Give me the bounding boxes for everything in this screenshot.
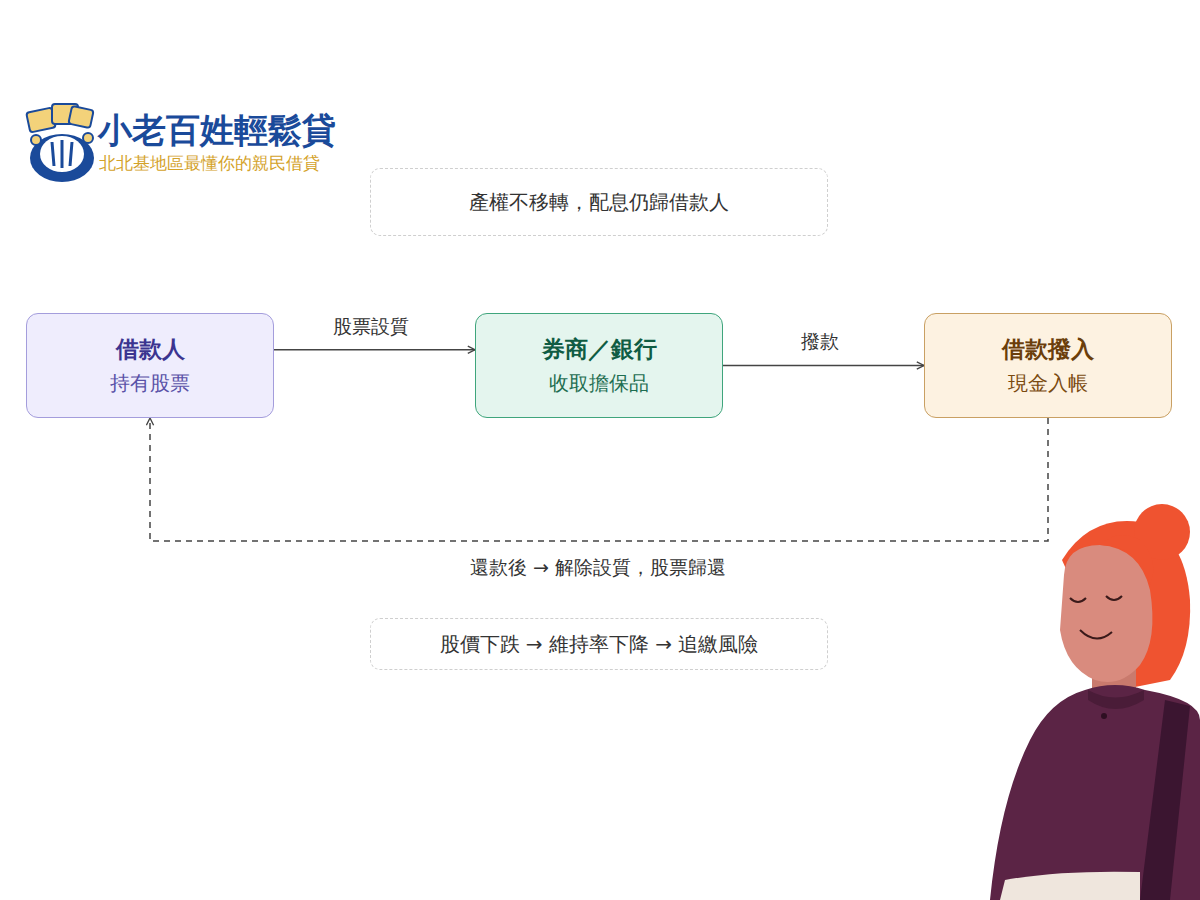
sweater (990, 685, 1200, 900)
edge-label: 撥款 (801, 329, 839, 355)
collar (1088, 690, 1144, 709)
face (1060, 545, 1152, 682)
logo-coin (31, 135, 41, 145)
node-subtitle: 收取擔保品 (549, 371, 649, 396)
note-box: 股價下跌 → 維持率下降 → 追繳風險 (370, 618, 828, 670)
person-illustration (990, 504, 1200, 900)
arrow-connector (723, 365, 924, 367)
process-box: 借款撥入現金入帳 (924, 313, 1172, 418)
node-title: 股價下跌 → 維持率下降 → 追繳風險 (440, 632, 759, 657)
arrow-connector (274, 349, 475, 351)
eye (1070, 598, 1086, 602)
edge-label: 股票設質 (333, 314, 409, 340)
brand-name: 小老百姓輕鬆貸 (98, 108, 336, 154)
logo-bag-lines (52, 140, 72, 168)
process-box: 借款人持有股票 (26, 313, 274, 418)
logo-coin (83, 133, 93, 143)
logo-bag-face (40, 136, 84, 172)
bag-strap (1140, 700, 1190, 900)
logo-bill (68, 106, 93, 128)
node-title: 券商／銀行 (542, 335, 657, 364)
note-box: 產權不移轉，配息仍歸借款人 (370, 168, 828, 236)
node-title: 借款撥入 (1002, 335, 1094, 364)
button (1101, 713, 1107, 719)
node-title: 借款人 (116, 335, 185, 364)
process-box: 券商／銀行收取擔保品 (475, 313, 723, 418)
logo-icon (26, 104, 94, 182)
node-title: 產權不移轉，配息仍歸借款人 (469, 190, 729, 215)
eye (1106, 596, 1122, 600)
hair-front (1100, 535, 1153, 585)
smile (1080, 630, 1112, 639)
node-subtitle: 現金入帳 (1008, 371, 1088, 396)
brand-slogan: 北北基地區最懂你的親民借貸 (99, 152, 320, 175)
shirt-hem (1000, 872, 1140, 900)
node-subtitle: 持有股票 (110, 371, 190, 396)
logo-bag (30, 134, 94, 182)
edge-label: 還款後 → 解除設質，股票歸還 (470, 555, 726, 581)
dashed-connector (150, 418, 1048, 541)
